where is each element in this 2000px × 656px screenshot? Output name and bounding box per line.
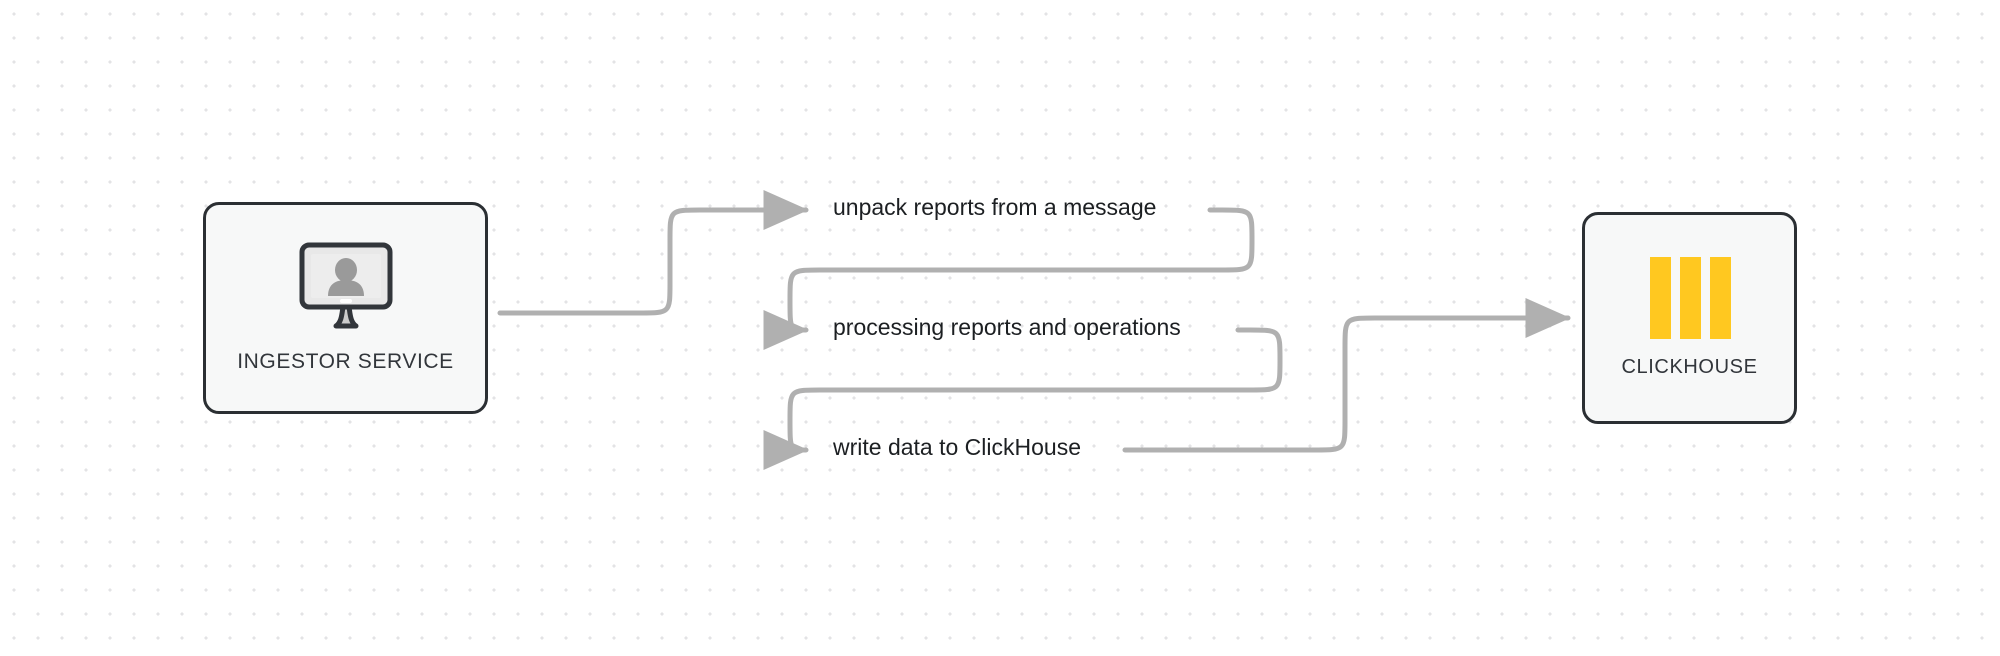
node-clickhouse[interactable]: CLICKHOUSE	[1582, 212, 1797, 424]
node-ingestor-service-label: INGESTOR SERVICE	[237, 350, 454, 373]
node-ingestor-service[interactable]: INGESTOR SERVICE	[203, 202, 488, 414]
edge-path-0	[497, 190, 809, 316]
edge-path-2	[763, 327, 1283, 470]
edge-label-processing: processing reports and operations	[833, 314, 1181, 340]
monitor-user-icon	[298, 242, 394, 330]
clickhouse-logo-icon	[1644, 257, 1736, 339]
edge-path-1	[763, 207, 1255, 350]
edge-label-unpack: unpack reports from a message	[833, 194, 1157, 220]
edge-label-write: write data to ClickHouse	[833, 434, 1081, 460]
node-clickhouse-label: CLICKHOUSE	[1621, 356, 1758, 378]
edge-path-3	[1122, 298, 1571, 453]
